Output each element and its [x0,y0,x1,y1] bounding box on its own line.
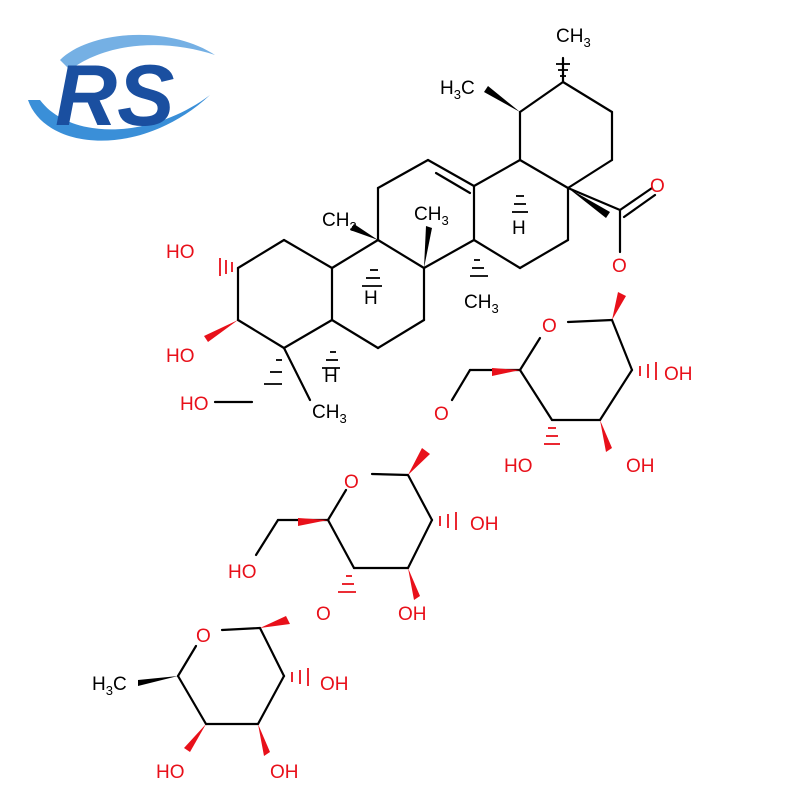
hydroxyl-label-rha-a: OH [320,674,349,695]
ring-oxygen-glc2: O [344,472,359,493]
atom-labels: CH3 H3C H CH3 CH3 CH3 H H CH3 H3C HO HO … [92,26,693,783]
hydroxyl-label-glc1-b: HO [504,456,533,477]
methyl-label-c1: CH3 [414,204,449,228]
hydroxyl-label-a3: HO [180,394,209,415]
methyl-label-a: CH3 [312,402,347,426]
hydrogen-label-a: H [324,366,338,387]
hydroxyl-label-glc2-b: HO [228,562,257,583]
company-logo: RS [28,34,215,144]
glycosidic-oxygen-2: O [316,604,331,625]
hydroxyl-label-glc2-c: OH [398,604,427,625]
hydroxyl-label-rha-b: HO [156,762,185,783]
wedge-bonds-oxygen [184,292,626,756]
logo-swoosh-top [60,34,215,70]
wedge-bonds [138,86,610,686]
carbonyl-oxygen-label: O [650,176,665,197]
hash-bonds-oxygen [219,258,657,686]
ester-oxygen-label: O [612,256,627,277]
methyl-label-h3c: H3C [440,78,475,102]
hydroxyl-label-rha-c: OH [270,762,299,783]
hash-bonds [264,63,570,385]
methyl-label-rhamnose: H3C [92,674,127,698]
hydrogen-label-b: H [364,288,378,309]
hydroxyl-label-glc2-a: OH [470,514,499,535]
methyl-label-c2: CH3 [464,292,499,316]
glycosidic-oxygen-1: O [434,404,449,425]
hydroxyl-label-a1: HO [166,242,195,263]
logo-swoosh [28,95,210,141]
methyl-label-top: CH3 [556,26,591,50]
ring-oxygen-glc1: O [542,316,557,337]
ring-oxygen-rha: O [196,626,211,647]
hydrogen-label-d: H [512,218,526,239]
hydroxyl-label-glc1-a: OH [664,364,693,385]
hydroxyl-label-glc1-c: OH [626,456,655,477]
bond-lines [176,56,657,726]
methyl-label-b: CH3 [322,210,357,234]
hydroxyl-label-a2: HO [166,346,195,367]
logo-text: RS [55,48,174,144]
